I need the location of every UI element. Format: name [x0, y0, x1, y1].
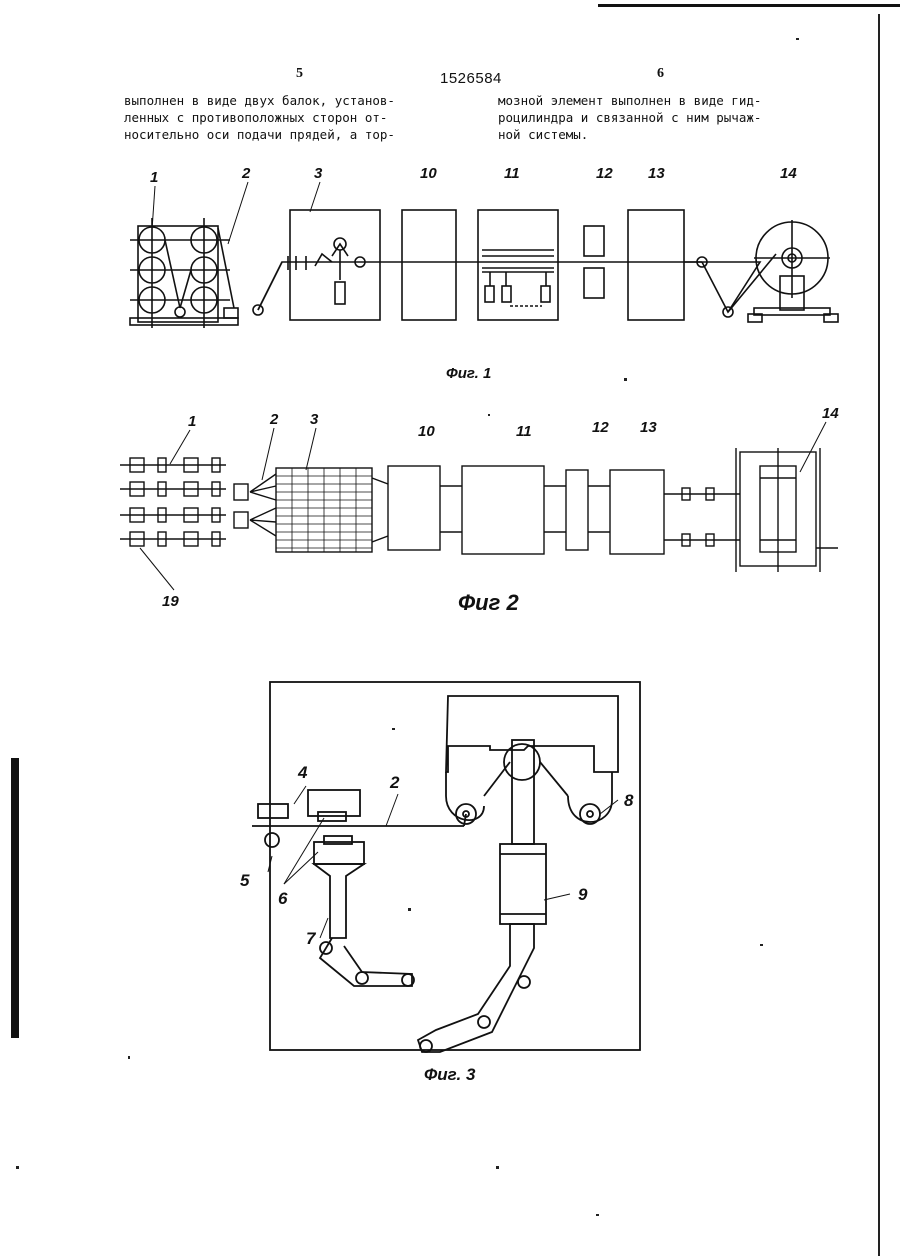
- fig1-label: 13: [648, 165, 665, 182]
- fig2-label: 14: [822, 408, 839, 422]
- text-line: мозной элемент выполнен в виде гид-: [498, 92, 761, 109]
- text-column-left: выполнен в виде двух балок, установ- лен…: [124, 92, 395, 143]
- page-number-right: 6: [657, 66, 664, 82]
- text-line: носительно оси подачи прядей, а тор-: [124, 126, 395, 143]
- scan-speck: [128, 1056, 130, 1059]
- scan-speck: [796, 38, 799, 40]
- fig3-label: 5: [240, 871, 250, 890]
- scan-speck: [16, 1166, 19, 1169]
- fig1-label: 1: [150, 169, 158, 186]
- fig1-label: 10: [420, 165, 437, 182]
- fig1-label: 3: [314, 165, 323, 182]
- scan-speck: [496, 1166, 499, 1169]
- top-rule: [598, 4, 900, 7]
- right-margin-rule: [878, 14, 880, 1256]
- fig3-label: 9: [578, 885, 588, 904]
- text-line: роцилиндра и связанной с ним рычаж-: [498, 109, 761, 126]
- figure-1: 1 2 3 10 11 12 13 14 Фиг. 1: [110, 158, 850, 388]
- fig3-label: 7: [306, 929, 317, 948]
- fig2-label: 10: [418, 423, 435, 440]
- fig3-label: 2: [389, 773, 400, 792]
- text-line: ной системы.: [498, 126, 761, 143]
- fig3-caption: Фиг. 3: [424, 1065, 476, 1084]
- patent-number: 1526584: [440, 70, 502, 87]
- binding-bar: [11, 758, 19, 1038]
- fig2-caption: Фиг 2: [458, 590, 519, 615]
- scan-speck: [408, 908, 411, 911]
- text-line: выполнен в виде двух балок, установ-: [124, 92, 395, 109]
- scan-speck: [760, 944, 763, 946]
- fig1-label: 2: [241, 165, 251, 182]
- text-column-right: мозной элемент выполнен в виде гид- роци…: [498, 92, 761, 143]
- fig3-label: 6: [278, 889, 288, 908]
- scan-speck: [488, 414, 490, 416]
- fig1-caption: Фиг. 1: [446, 365, 491, 382]
- scan-speck: [596, 1214, 599, 1216]
- fig2-label: 2: [269, 411, 279, 428]
- fig3-label: 4: [297, 763, 308, 782]
- figure-3: 4 2 8 5 6 9 7 Фиг. 3: [228, 676, 668, 1096]
- fig3-label: 8: [624, 791, 634, 810]
- text-line: ленных с противоположных сторон от-: [124, 109, 395, 126]
- fig2-label: 3: [310, 411, 319, 428]
- figure-2: 1 2 3 10 11 12 13 14 19 Фиг 2: [110, 408, 850, 638]
- scan-speck: [624, 378, 627, 381]
- fig1-label: 11: [504, 165, 520, 182]
- fig2-label: 19: [162, 593, 179, 610]
- fig2-label: 13: [640, 419, 657, 436]
- fig2-label: 11: [516, 423, 532, 440]
- scan-speck: [392, 728, 395, 730]
- fig2-label: 12: [592, 419, 609, 436]
- fig1-label: 14: [780, 165, 797, 182]
- fig1-label: 12: [596, 165, 613, 182]
- page-number-left: 5: [296, 66, 303, 82]
- fig2-label: 1: [188, 413, 196, 430]
